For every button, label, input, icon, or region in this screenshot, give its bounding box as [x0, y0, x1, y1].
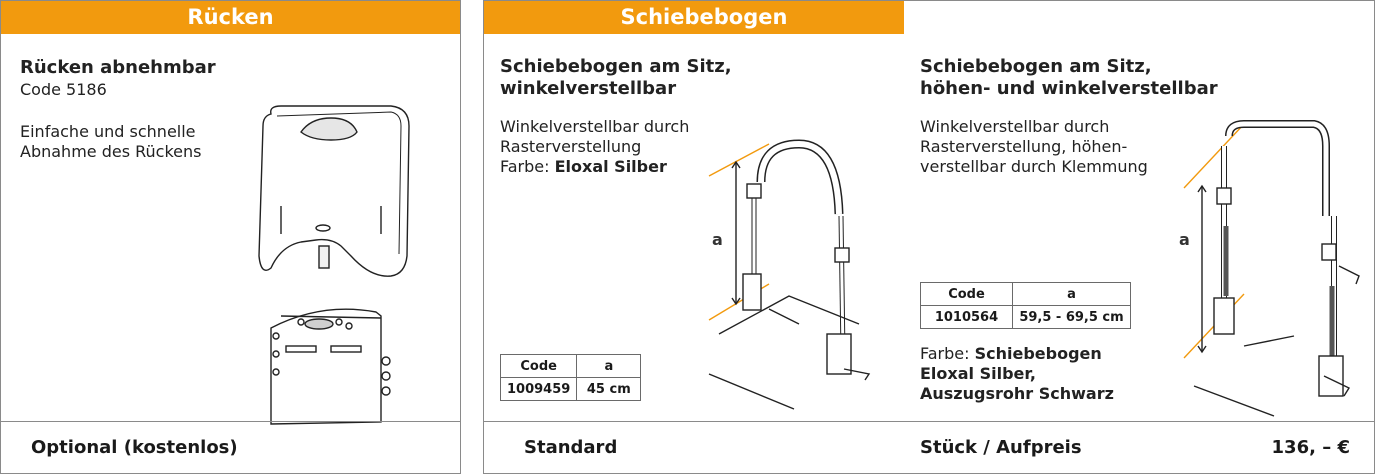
- description-line-2: Rasterverstellung: [500, 137, 642, 156]
- color-info: Farbe: Eloxal Silber: [500, 157, 667, 177]
- panel-footer: Stück / Aufpreis 136, – €: [904, 421, 1374, 473]
- table-cell-a: 45 cm: [576, 377, 642, 401]
- table-cell-code: 1009459: [499, 377, 578, 401]
- description-line-1: Einfache und schnelle: [20, 122, 196, 141]
- description-line-1: Winkelverstellbar durch: [920, 117, 1110, 136]
- color-line-2-text: Eloxal Silber,: [920, 364, 1036, 383]
- panel-backrest: Rücken Rücken abnehmbar Code 5186 Einfac…: [0, 0, 461, 474]
- footer-label: Stück / Aufpreis: [920, 437, 1082, 458]
- table-cell-a: 59,5 - 69,5 cm: [1012, 305, 1131, 329]
- color-prefix: Farbe:: [920, 344, 975, 363]
- table-header-a: a: [1012, 282, 1131, 306]
- table-header-a: a: [576, 354, 642, 378]
- product-code: Code 5186: [20, 80, 107, 99]
- description-line-3: verstellbar durch Klemmung: [920, 157, 1148, 176]
- color-line-3: Auszugsrohr Schwarz: [920, 384, 1114, 404]
- backrest-illustration: [258, 105, 410, 425]
- description-line-2: Abnahme des Rückens: [20, 142, 202, 161]
- spec-table: Code a 1009459 45 cm: [499, 354, 642, 401]
- spec-table: Code a 1010564 59,5 - 69,5 cm: [920, 282, 1131, 329]
- color-line-1: Schiebebogen: [974, 344, 1102, 363]
- product-title-line-1: Schiebebogen am Sitz,: [500, 56, 732, 77]
- panel-push-handle-angle: Schiebebogen Schiebebogen am Sitz, winke…: [483, 0, 924, 474]
- footer-price: 136, – €: [1271, 437, 1350, 458]
- table-cell-code: 1010564: [920, 305, 1013, 329]
- table-header-code: Code: [499, 354, 578, 378]
- push-handle-telescopic-illustration: [1183, 120, 1360, 417]
- dimension-label: a: [712, 230, 723, 249]
- description-line-2: Rasterverstellung, höhen-: [920, 137, 1128, 156]
- product-title: Rücken abnehmbar: [20, 57, 216, 78]
- push-handle-illustration: [708, 139, 871, 410]
- panel-footer: Standard: [484, 421, 904, 473]
- panel-push-handle-height-angle: Schiebebogen am Sitz, höhen- und winkelv…: [904, 0, 1375, 474]
- panel-body: Schiebebogen am Sitz, winkelverstellbar …: [484, 34, 904, 423]
- color-value: Eloxal Silber: [554, 157, 667, 176]
- panel-body: Schiebebogen am Sitz, höhen- und winkelv…: [904, 34, 1374, 423]
- panel-header: Schiebebogen: [484, 1, 924, 34]
- color-prefix: Farbe:: [500, 157, 555, 176]
- product-title-line-1: Schiebebogen am Sitz,: [920, 56, 1152, 77]
- dimension-label: a: [1179, 230, 1190, 249]
- product-title-line-2: winkelverstellbar: [500, 78, 677, 99]
- description-line-1: Winkelverstellbar durch: [500, 117, 690, 136]
- panel-body: Rücken abnehmbar Code 5186 Einfache und …: [1, 34, 460, 425]
- color-info: Farbe: Schiebebogen: [920, 344, 1102, 364]
- color-line-2: Eloxal Silber,: [920, 364, 1036, 384]
- panel-header: Rücken: [1, 1, 460, 34]
- product-title-line-2: höhen- und winkelverstellbar: [920, 78, 1218, 99]
- color-line-3-text: Auszugsrohr Schwarz: [920, 384, 1114, 403]
- panel-footer: Optional (kostenlos): [1, 421, 460, 473]
- table-header-code: Code: [920, 282, 1013, 306]
